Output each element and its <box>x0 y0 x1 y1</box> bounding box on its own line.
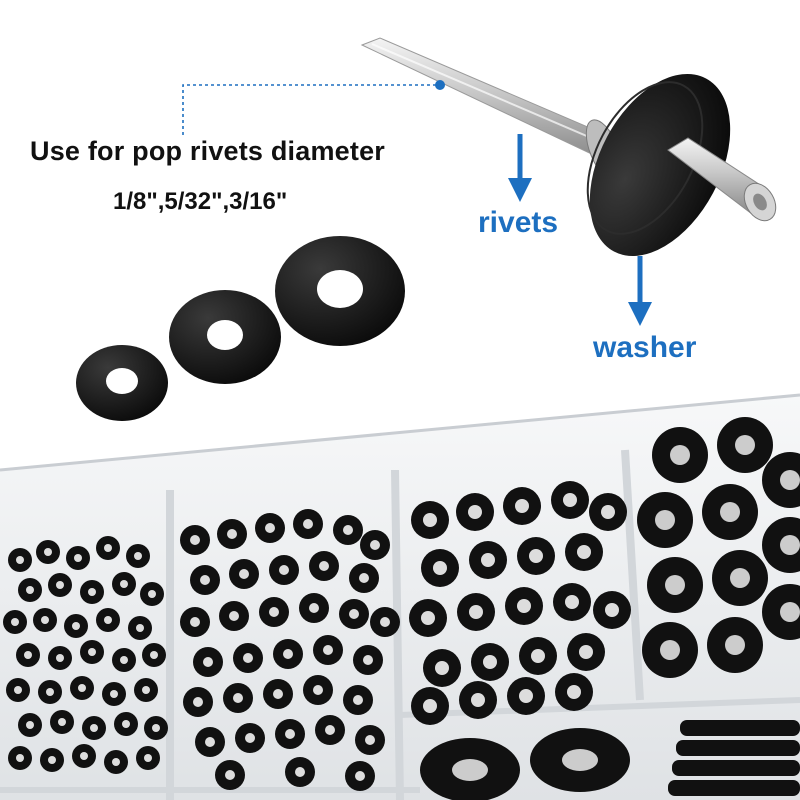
washer-small <box>76 345 168 421</box>
rivets-arrow-icon <box>508 134 532 202</box>
washer-label: washer <box>593 331 697 364</box>
compartment-2-washers <box>180 509 400 791</box>
rivet-body <box>667 137 777 222</box>
washer-medium <box>169 290 281 384</box>
rivet-sizes: 1/8",5/32",3/16" <box>113 188 288 215</box>
compartment-3-washers <box>409 481 631 725</box>
compartment-1-washers <box>3 536 168 774</box>
washer-large <box>275 236 405 346</box>
washer-arrow-icon <box>628 256 652 326</box>
washer-on-rivet <box>586 74 731 256</box>
compartment-5-washers <box>420 728 630 800</box>
compartment-4-washers <box>637 417 800 678</box>
rivets-label: rivets <box>478 206 559 239</box>
dashed-callout-line <box>182 80 445 135</box>
rivet-illustration <box>360 37 623 181</box>
sample-washers <box>76 236 405 421</box>
compartment-6-washers <box>668 720 800 796</box>
headline: Use for pop rivets diameter <box>30 136 386 166</box>
